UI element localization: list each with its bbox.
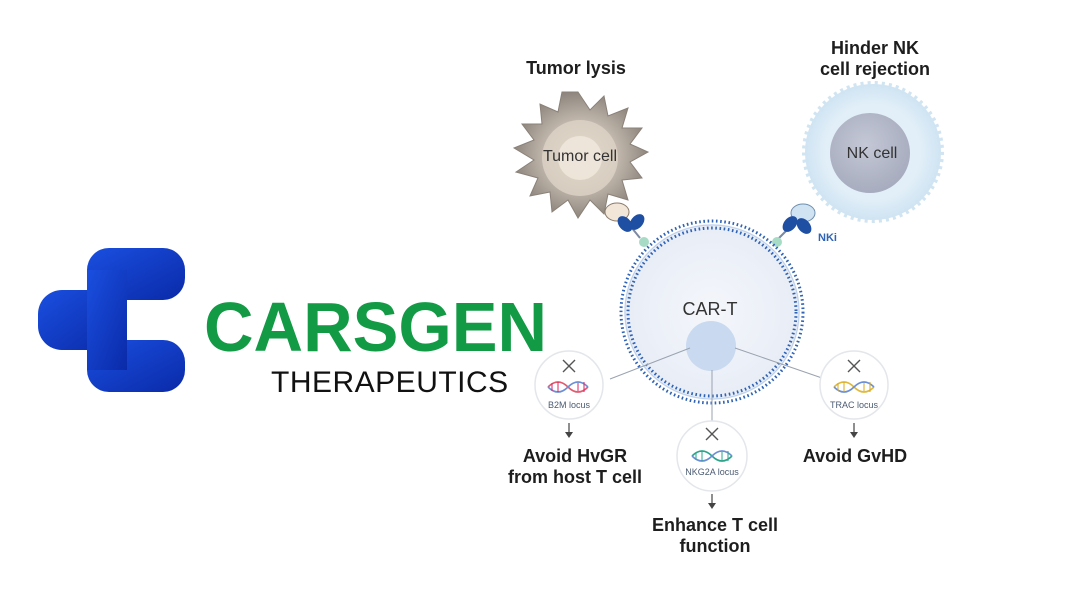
trac-locus-label: TRAC locus (830, 400, 879, 410)
hinder-nk-line1: Hinder NK (830, 38, 919, 58)
trac-locus (819, 350, 889, 420)
nk-cell-label: NK cell (847, 145, 898, 162)
avoid-hvgr-caption: Avoid HvGR from host T cell (490, 446, 660, 488)
car-receptor (604, 202, 649, 247)
arrow-nkg2a (708, 494, 716, 509)
avoid-hvgr-line1: Avoid HvGR (522, 446, 628, 466)
b2m-locus-label: B2M locus (548, 400, 591, 410)
nk-cell (802, 81, 944, 223)
avoid-hvgr-line2: from host T cell (507, 467, 642, 487)
dna-icon (833, 381, 875, 393)
tumor-cell-label: Tumor cell (543, 148, 617, 165)
b2m-locus (534, 350, 604, 420)
arrow-b2m (565, 423, 573, 438)
car-t-diagram: Tumor cell NK cell NKi CAR-T (512, 81, 944, 509)
enhance-line1: Enhance T cell (651, 515, 779, 535)
arrow-trac (850, 423, 858, 438)
car-t-label: CAR-T (683, 299, 738, 319)
dna-icon (691, 450, 733, 462)
tumor-cell (512, 91, 650, 219)
nki-receptor (772, 203, 816, 247)
company-subtitle: THERAPEUTICS (271, 366, 509, 399)
avoid-gvhd-caption: Avoid GvHD (802, 446, 908, 466)
hinder-nk-line2: cell rejection (819, 59, 931, 79)
nki-label: NKi (818, 232, 837, 244)
company-name: CARSGEN (204, 288, 548, 366)
logo-mark-icon (38, 248, 187, 392)
tumor-lysis-caption: Tumor lysis (526, 58, 626, 78)
hinder-nk-caption: Hinder NK cell rejection (790, 38, 960, 80)
enhance-line2: function (679, 536, 751, 556)
enhance-caption: Enhance T cell function (630, 515, 800, 557)
nkg2a-locus (676, 420, 748, 492)
dna-icon (547, 381, 589, 393)
company-logo (30, 240, 500, 410)
nkg2a-locus-label: NKG2A locus (685, 467, 739, 477)
